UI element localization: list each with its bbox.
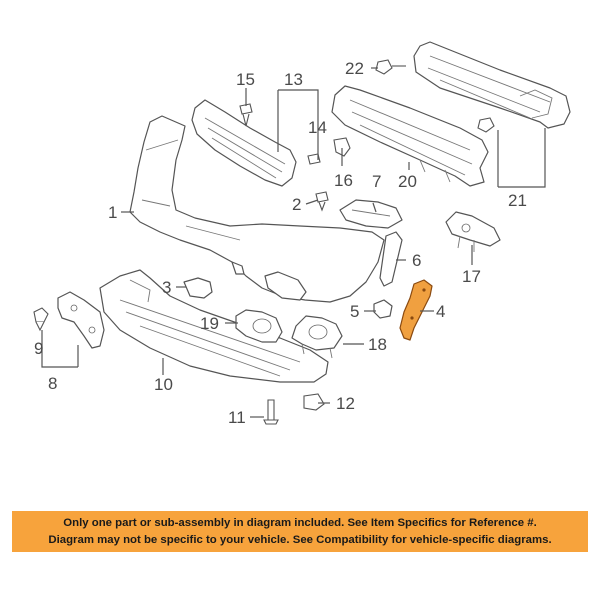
callout-11: 11: [228, 408, 246, 427]
callout-20: 20: [398, 172, 417, 191]
part-21-bolt-icon: [477, 117, 495, 133]
callout-13: 13: [284, 70, 303, 89]
disclaimer-line-2: Diagram may not be specific to your vehi…: [48, 533, 552, 546]
part-22-bolt-icon: [375, 59, 406, 75]
part-6-strip: [379, 231, 403, 287]
callout-9: 9: [34, 339, 43, 358]
part-12-clip-icon: [303, 393, 325, 411]
part-11-fastener-icon: [263, 399, 279, 425]
part-15-screw-icon: [239, 103, 253, 127]
part-2-screw-icon: [315, 191, 329, 212]
callout-7: 7: [372, 172, 381, 191]
part-8-bracket: [57, 291, 105, 349]
callout-4: 4: [436, 302, 445, 321]
part-14-screw-icon: [307, 153, 321, 165]
part-16-clip-icon: [333, 137, 351, 157]
part-17-side-bracket: [445, 211, 501, 252]
disclaimer-banner: Only one part or sub-assembly in diagram…: [12, 511, 588, 552]
callout-8: 8: [48, 374, 57, 393]
callout-18: 18: [368, 335, 387, 354]
part-5-clip: [373, 299, 393, 319]
part-10-lower-cover: [99, 269, 329, 383]
callout-10: 10: [154, 375, 173, 394]
part-21-reinforcement: [413, 41, 571, 129]
callout-15: 15: [236, 70, 255, 89]
callout-14: 14: [308, 118, 327, 137]
callout-12: 12: [336, 394, 355, 413]
part-3-cover: [183, 277, 213, 299]
callout-2: 2: [292, 195, 301, 214]
callout-6: 6: [412, 251, 421, 270]
part-18-fog-bracket: [291, 315, 343, 359]
part-19-fog-bezel: [235, 309, 283, 343]
part-20-energy-absorber: [331, 85, 489, 187]
callout-5: 5: [350, 302, 359, 321]
part-13-grille: [191, 99, 297, 187]
callout-3: 3: [162, 278, 171, 297]
disclaimer-line-1: Only one part or sub-assembly in diagram…: [63, 516, 537, 529]
part-1-bumper-cover: [129, 115, 385, 303]
callout-21: 21: [508, 191, 527, 210]
callout-16: 16: [334, 171, 353, 190]
part-7-bracket: [339, 199, 403, 229]
leader-lines: [41, 67, 546, 418]
callout-17: 17: [462, 267, 481, 286]
callout-19: 19: [200, 314, 219, 333]
callout-22: 22: [345, 59, 364, 78]
part-9-bolt-icon: [33, 307, 49, 332]
part-4-highlighted-retainer: [399, 279, 433, 341]
callout-labels: 1 2 3 4 5 6 7 8 9 10 11 12 13 14 15 16 1…: [34, 59, 527, 427]
callout-1: 1: [108, 203, 117, 222]
